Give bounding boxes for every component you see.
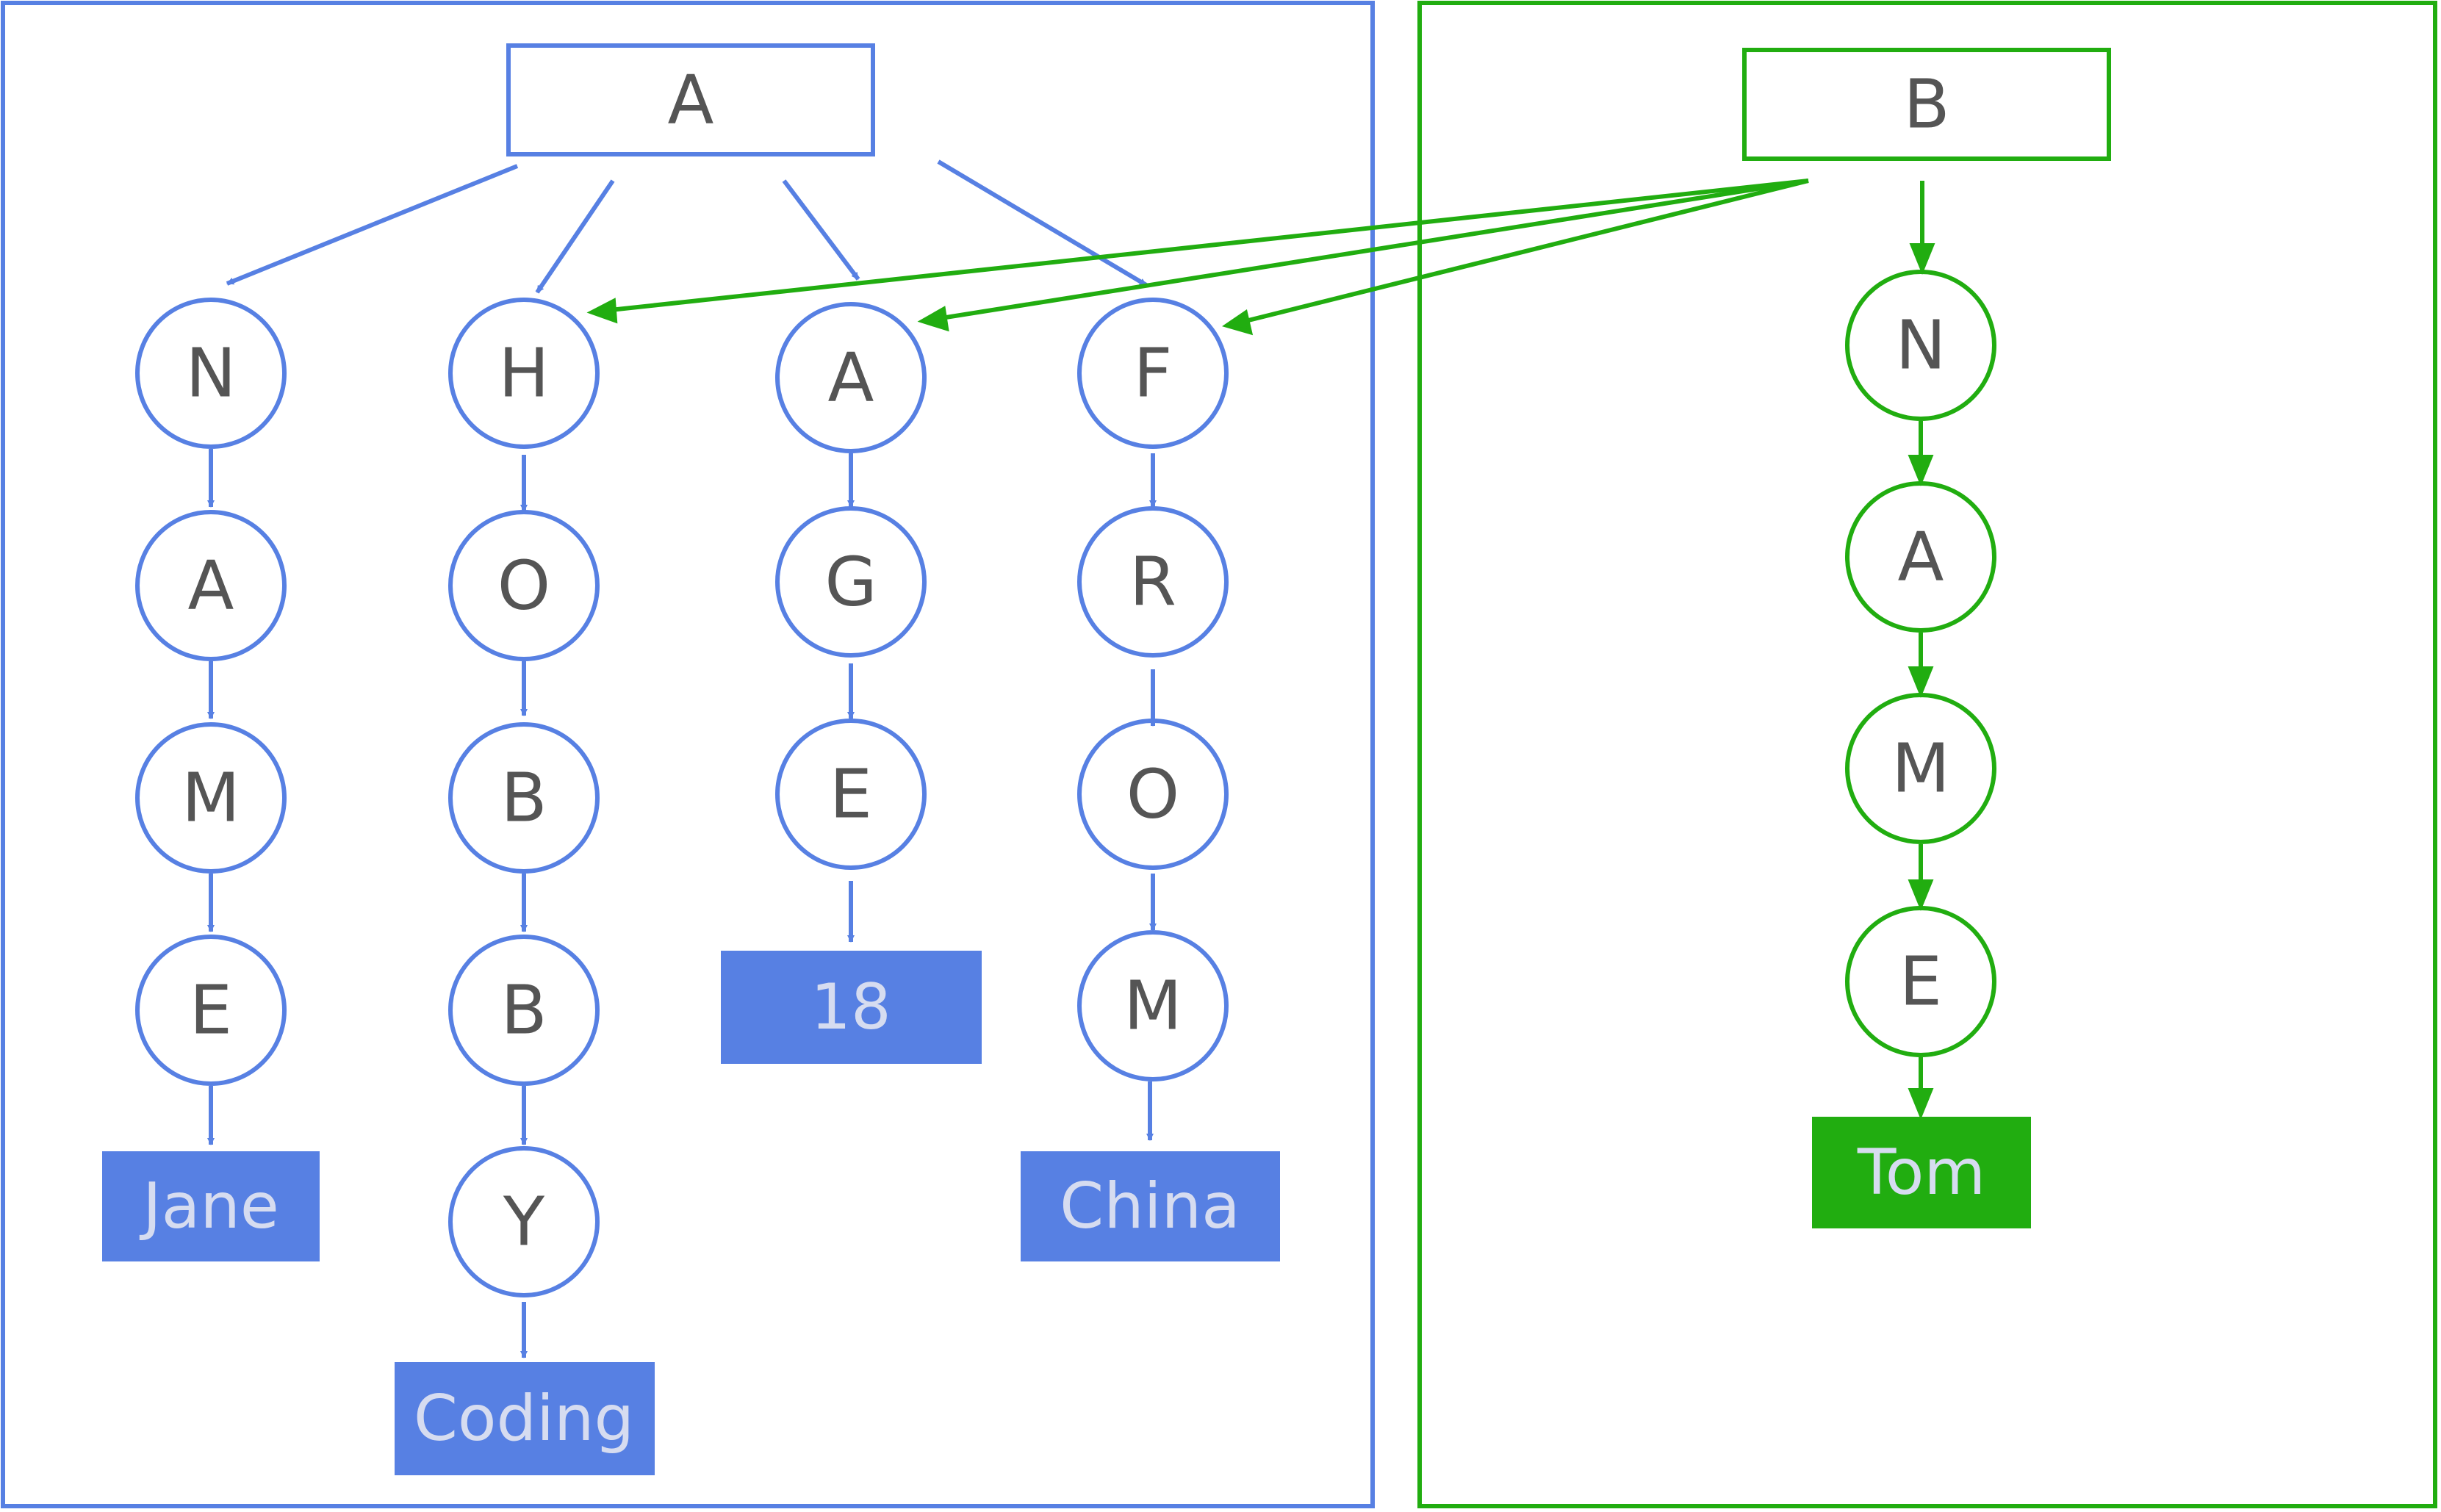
tree-b-frame: [1417, 1, 2437, 1508]
tree-a-branch-hobby: H O B B Y Coding: [395, 298, 655, 1475]
svg-text:E: E: [190, 971, 232, 1050]
svg-text:M: M: [1891, 730, 1949, 808]
trie-node: H: [448, 298, 600, 449]
svg-text:G: G: [824, 543, 877, 622]
trie-node: G: [775, 506, 927, 658]
edges-tree-b: [586, 179, 1935, 1120]
tree-a-branch-age: A G E 18: [721, 302, 982, 1064]
trie-node: N: [1845, 270, 1996, 421]
root-node-a: A: [506, 43, 875, 156]
arrowhead: [917, 306, 949, 332]
trie-node: A: [1845, 481, 1996, 633]
svg-text:A: A: [188, 547, 234, 625]
trie-node: M: [1845, 693, 1996, 844]
tree-a-frame: [1, 1, 1375, 1508]
value-box: Jane: [102, 1151, 320, 1261]
arrowhead: [1908, 1088, 1934, 1120]
svg-text:18: 18: [810, 971, 891, 1044]
arrowhead: [1908, 666, 1934, 698]
trie-node: A: [775, 302, 927, 453]
svg-text:N: N: [186, 334, 237, 413]
svg-text:O: O: [497, 547, 550, 625]
value-box: China: [1021, 1151, 1280, 1261]
svg-text:A: A: [828, 339, 874, 417]
value-box: 18: [721, 951, 982, 1064]
root-label-b: B: [1903, 65, 1949, 144]
svg-text:China: China: [1060, 1170, 1240, 1243]
trie-node: O: [1077, 719, 1229, 870]
trie-node: E: [135, 935, 287, 1086]
svg-text:M: M: [181, 759, 240, 838]
trie-node: B: [448, 935, 600, 1086]
svg-text:F: F: [1134, 334, 1173, 413]
trie-node: E: [1845, 906, 1996, 1057]
svg-text:Tom: Tom: [1857, 1136, 1985, 1209]
arrowhead: [1909, 243, 1935, 275]
trie-node: R: [1077, 506, 1229, 658]
svg-text:H: H: [498, 334, 549, 413]
svg-text:Jane: Jane: [139, 1170, 278, 1243]
trie-node: F: [1077, 298, 1229, 449]
edges-tree-a: [207, 159, 1157, 1358]
svg-text:B: B: [500, 759, 547, 838]
trie-node: Y: [448, 1146, 600, 1297]
trie-node: M: [135, 722, 287, 874]
svg-text:N: N: [1896, 306, 1946, 385]
tree-a-branch-from: F R O M China: [1021, 298, 1280, 1261]
svg-text:R: R: [1129, 543, 1176, 622]
tree-a-branch-name: N A M E Jane: [102, 298, 320, 1261]
edge: [535, 179, 615, 294]
tree-b-branch-name: N A M E Tom: [1812, 270, 2031, 1228]
svg-text:B: B: [500, 971, 547, 1050]
value-box: Coding: [395, 1362, 655, 1475]
trie-node: B: [448, 722, 600, 874]
root-label-a: A: [668, 61, 714, 140]
root-node-b: B: [1742, 48, 2111, 161]
arrowhead: [586, 298, 618, 324]
svg-text:E: E: [1899, 943, 1942, 1021]
arrowhead: [1908, 879, 1934, 911]
edge: [596, 179, 1809, 314]
edge: [226, 164, 519, 286]
trie-node: O: [448, 510, 600, 661]
svg-text:E: E: [830, 755, 872, 834]
svg-text:O: O: [1126, 755, 1179, 834]
value-box: Tom: [1812, 1117, 2031, 1228]
svg-text:M: M: [1124, 967, 1182, 1045]
svg-text:Coding: Coding: [414, 1382, 634, 1455]
svg-text:A: A: [1898, 518, 1944, 597]
edge: [782, 179, 860, 281]
edge: [937, 159, 1148, 287]
edge: [1230, 179, 1809, 327]
arrowhead: [1222, 309, 1254, 336]
svg-text:Y: Y: [503, 1183, 545, 1261]
arrowhead: [1908, 455, 1934, 486]
trie-node: M: [1077, 930, 1229, 1081]
trie-node: E: [775, 719, 927, 870]
trie-node: A: [135, 510, 287, 661]
trie-node: N: [135, 298, 287, 449]
edge: [927, 179, 1809, 323]
